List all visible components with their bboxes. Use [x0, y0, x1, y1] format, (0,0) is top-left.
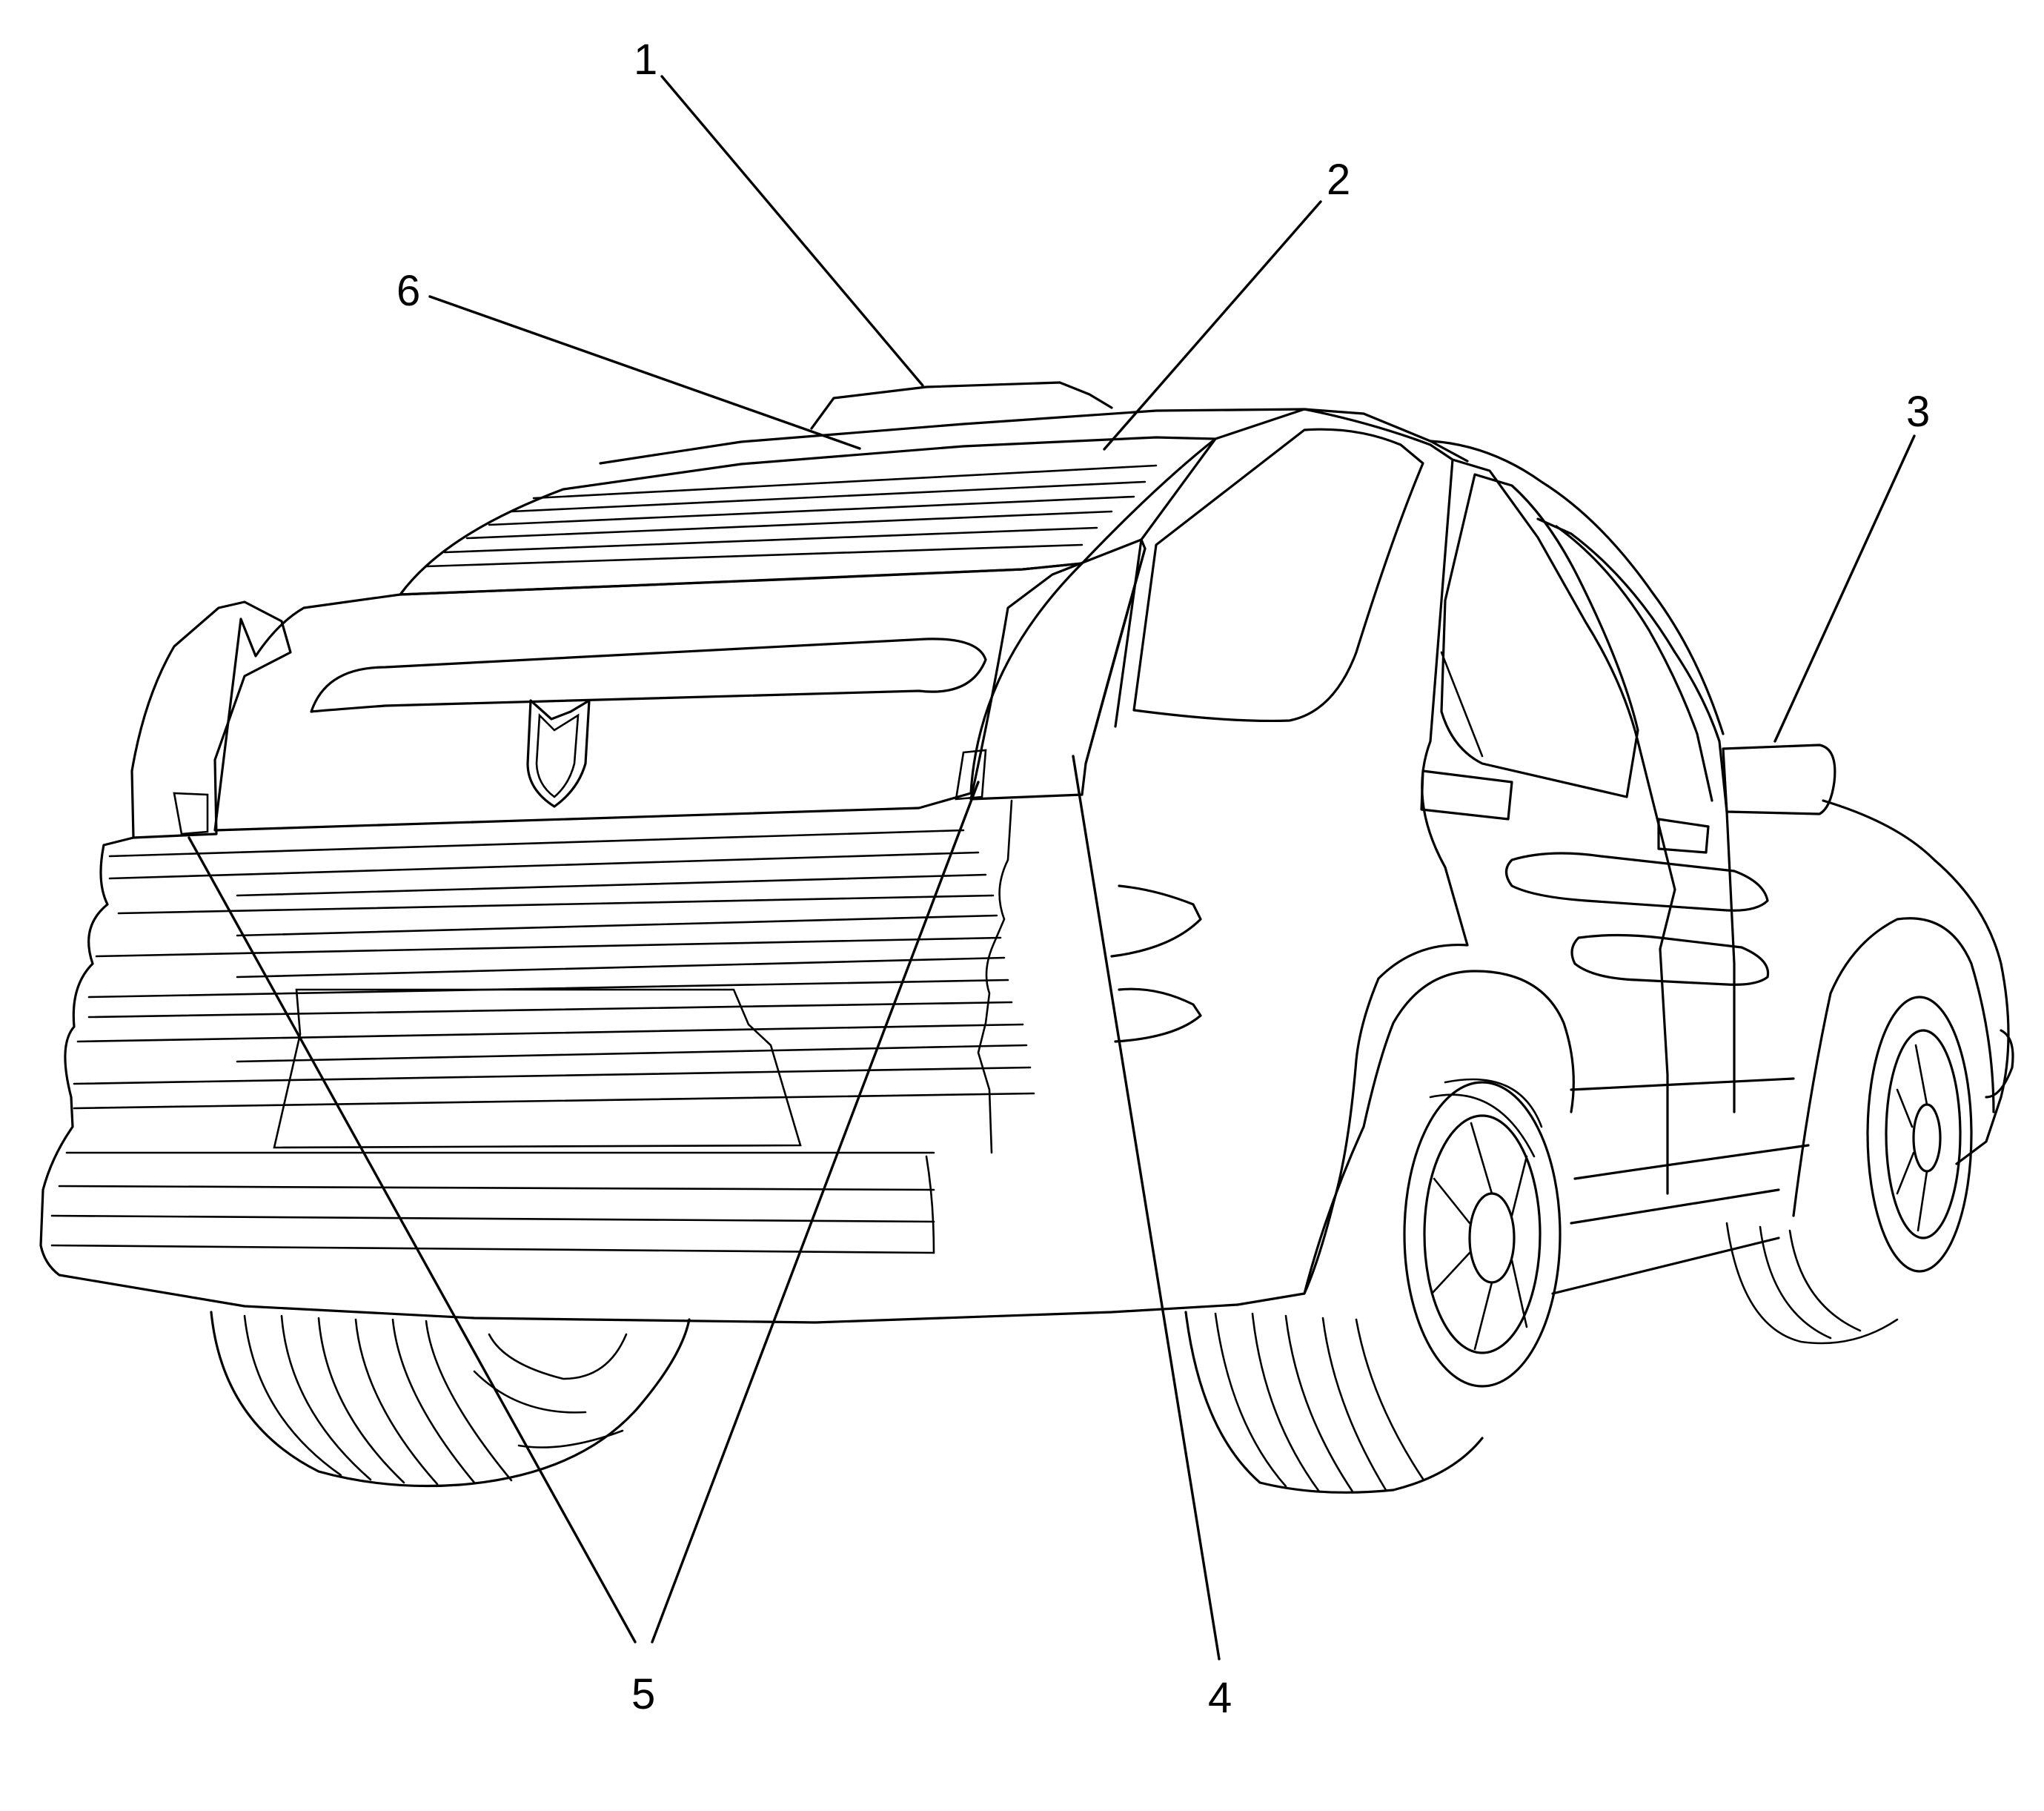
front-door: [1536, 517, 1736, 1113]
liftgate: [213, 562, 1084, 832]
callout-1: 1: [634, 36, 657, 84]
rear-wheel-arch: [1303, 970, 1575, 1295]
rear-door-glass-reflection: [1440, 651, 1484, 758]
brand-emblem: [526, 699, 591, 808]
front-door-window: [1555, 525, 1713, 802]
callout-5: 5: [631, 1670, 655, 1718]
liftgate-spoiler: [310, 638, 987, 713]
rear-window: [399, 436, 1217, 596]
rear-side-wheel-spokes: [1430, 1122, 1528, 1351]
right-tail-lamp: [969, 538, 1147, 801]
quarter-window: [1132, 428, 1424, 723]
callout-leader-lines: [188, 75, 1916, 1661]
roof-edge: [599, 408, 1469, 465]
front-door-handle: [1657, 818, 1710, 854]
rear-window-defrost-lines: [425, 464, 1158, 568]
leader-line-4: [1072, 755, 1221, 1661]
side-cladding-upper: [1504, 852, 1769, 912]
left-lamp-lower: [173, 792, 209, 835]
front-tire-tread: [1725, 1222, 1899, 1345]
front-wheel-arch: [1792, 917, 1995, 1217]
callout-4: 4: [1208, 1674, 1232, 1722]
leader-line-2: [1103, 200, 1322, 451]
leader-line-5a: [188, 836, 637, 1643]
callout-2: 2: [1327, 156, 1350, 204]
rear-side-tire-tread: [1429, 1078, 1543, 1158]
roof-rack: [810, 381, 1113, 430]
side-mirror: [1722, 744, 1836, 815]
rocker-panel: [1551, 1077, 1810, 1295]
side-cladding-lower: [1570, 933, 1770, 986]
leader-line-5b: [651, 781, 980, 1643]
leader-line-3: [1773, 434, 1916, 743]
rear-door-handle: [1420, 769, 1513, 821]
rear-right-tire-tread: [1214, 1312, 1424, 1493]
callout-6: 6: [396, 267, 420, 315]
rear-door-window: [1440, 473, 1639, 798]
front-wheel-hub: [1912, 1103, 1942, 1173]
fascia-horizontal-lines: [50, 829, 1035, 1254]
license-plate-recess: [273, 988, 802, 1149]
rear-door: [1451, 458, 1676, 1195]
quarter-panel-seams: [925, 799, 1013, 1254]
left-tail-lamp: [130, 600, 292, 839]
rear-side-tire-outer: [1403, 1081, 1562, 1388]
front-wheel-rim: [1885, 1029, 1962, 1239]
rear-fascia: [39, 836, 1239, 1324]
front-bumper-edge: [1985, 1029, 2014, 1099]
rear-side-wheel-rim: [1423, 1114, 1542, 1354]
rear-left-tire-tread: [243, 1314, 628, 1486]
brand-emblem-inner: [535, 713, 580, 798]
rear-side-wheel-hub: [1468, 1192, 1516, 1284]
leader-line-6: [428, 295, 861, 450]
right-lamp-lower: [955, 749, 987, 801]
front-fender: [1822, 799, 2010, 1165]
d-pillar: [1084, 538, 1147, 765]
side-body-rear-quarter: [1140, 408, 1469, 1306]
rear-quarter-cladding: [1110, 884, 1202, 1043]
front-tire-outer: [1866, 996, 1973, 1273]
side-roof-line: [1429, 440, 1725, 735]
front-wheel-spokes: [1896, 1044, 1928, 1232]
leader-line-1: [660, 75, 924, 387]
rear-left-tire: [210, 1311, 691, 1488]
callout-numbers: 1 2 3 4 5 6: [396, 36, 1930, 1722]
callout-3: 3: [1906, 388, 1930, 436]
vehicle-line-art: [39, 381, 2014, 1494]
rear-right-tire: [1184, 1311, 1484, 1494]
